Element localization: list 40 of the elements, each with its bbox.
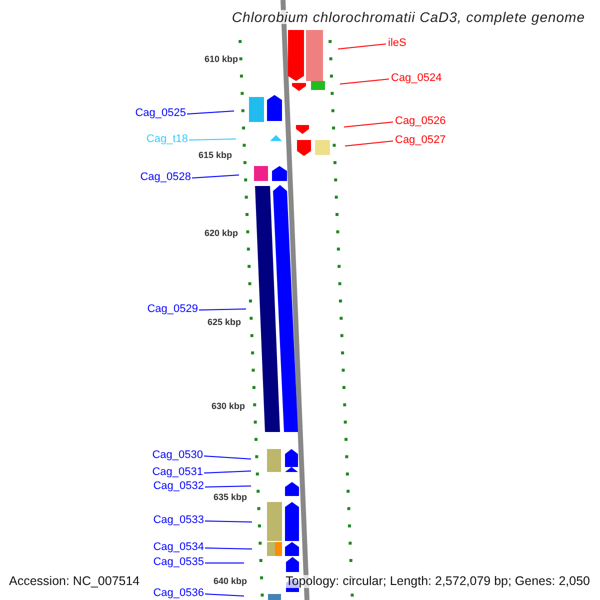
leader-line: [204, 486, 252, 488]
leader-line: [198, 308, 246, 310]
leader-line: [188, 138, 236, 140]
leader-line: [344, 122, 394, 128]
gene-label: Cag_0530: [152, 450, 203, 461]
gene-label: Cag_t18: [146, 134, 188, 145]
scale-label: 615 kbp: [198, 151, 232, 160]
leader-line: [204, 548, 252, 550]
leader-line: [204, 456, 252, 460]
gene-label: Cag_0531: [152, 467, 203, 478]
gene-label: ileS: [388, 38, 406, 49]
gene-label: Cag_0536: [153, 588, 204, 599]
gene-label: Cag_0525: [135, 108, 186, 119]
leader-line: [204, 562, 244, 564]
leader-line: [344, 140, 394, 146]
genome-summary-text: Topology: circular; Length: 2,572,079 bp; Genes: 2,050: [286, 575, 590, 588]
leader-line: [338, 44, 386, 50]
leader-line: [204, 470, 252, 474]
gene-label: Cag_0533: [153, 515, 204, 526]
gene-label: Cag_0534: [153, 542, 204, 553]
scale-label: 635 kbp: [213, 493, 247, 502]
gene-label: Cag_0528: [140, 172, 191, 183]
gene-label: Cag_0529: [147, 304, 198, 315]
leader-line: [204, 594, 244, 596]
map-title: Chlorobium chlorochromatii CaD3, complete genome: [232, 10, 585, 24]
gene-label: Cag_0526: [395, 116, 446, 127]
scale-label: 610 kbp: [204, 55, 238, 64]
gene-label: Cag_0527: [395, 135, 446, 146]
leader-line: [204, 520, 252, 522]
leader-line: [186, 110, 234, 114]
leader-line: [340, 78, 390, 84]
scale-label: 640 kbp: [213, 577, 247, 586]
gene-label: Cag_0535: [153, 557, 204, 568]
gene-label: Cag_0524: [391, 73, 442, 84]
leader-line: [192, 174, 240, 178]
scale-label: 625 kbp: [207, 318, 241, 327]
scale-label: 630 kbp: [211, 402, 245, 411]
scale-label: 620 kbp: [204, 229, 238, 238]
accession-text: Accession: NC_007514: [9, 575, 140, 588]
gene-label: Cag_0532: [153, 481, 204, 492]
